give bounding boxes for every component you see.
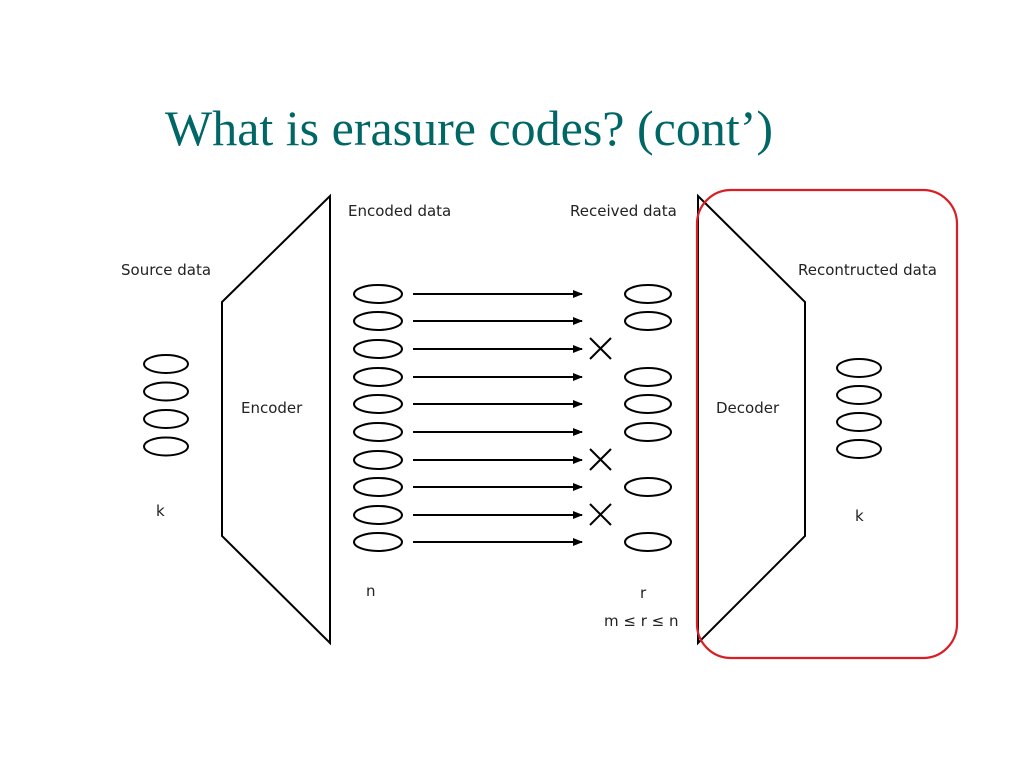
encoded-block: [353, 394, 403, 414]
received-block: [624, 532, 672, 552]
reconstructed-block: [836, 385, 882, 405]
slide-title: What is erasure codes? (cont’): [165, 100, 774, 156]
source-data-blocks: [143, 354, 189, 457]
received-range-label: m ≤ r ≤ n: [604, 612, 679, 630]
encoded-block: [353, 367, 403, 387]
source-block: [143, 354, 189, 374]
encoded-block: [353, 311, 403, 331]
source-count-label: k: [156, 502, 165, 520]
received-block: [624, 284, 672, 304]
received-data-label: Received data: [570, 202, 677, 220]
source-block: [143, 409, 189, 429]
received-data-blocks: [624, 284, 672, 552]
received-block: [624, 311, 672, 331]
decoder-highlight-box: [695, 188, 959, 660]
received-block: [624, 422, 672, 442]
encoded-count-label: n: [366, 582, 376, 600]
decoder-label: Decoder: [716, 399, 780, 417]
transmission-arrows: [413, 290, 583, 546]
encoder-label: Encoder: [241, 399, 303, 417]
received-block: [624, 367, 672, 387]
encoded-block: [353, 505, 403, 525]
erasure-marks: [589, 337, 612, 526]
reconstructed-data-label: Recontructed data: [798, 261, 937, 279]
encoded-data-blocks: [353, 284, 403, 552]
encoder-shape: [221, 193, 331, 646]
reconstructed-count-label: k: [855, 507, 864, 525]
erasure-x-mark: [589, 448, 612, 471]
received-count-label: r: [640, 584, 647, 602]
reconstructed-block: [836, 439, 882, 459]
reconstructed-block: [836, 412, 882, 432]
encoded-block: [353, 532, 403, 552]
encoded-block: [353, 339, 403, 359]
encoded-data-label: Encoded data: [348, 202, 451, 220]
encoded-block: [353, 422, 403, 442]
encoded-block: [353, 477, 403, 497]
source-data-label: Source data: [121, 261, 211, 279]
encoded-block: [353, 450, 403, 470]
received-block: [624, 477, 672, 497]
erasure-x-mark: [589, 503, 612, 526]
erasure-x-mark: [589, 337, 612, 360]
decoder-shape: [697, 193, 806, 646]
source-block: [143, 436, 189, 457]
received-block: [624, 394, 672, 414]
encoded-block: [353, 284, 403, 304]
reconstructed-block: [836, 358, 882, 378]
source-block: [143, 381, 189, 402]
reconstructed-data-blocks: [836, 358, 882, 459]
